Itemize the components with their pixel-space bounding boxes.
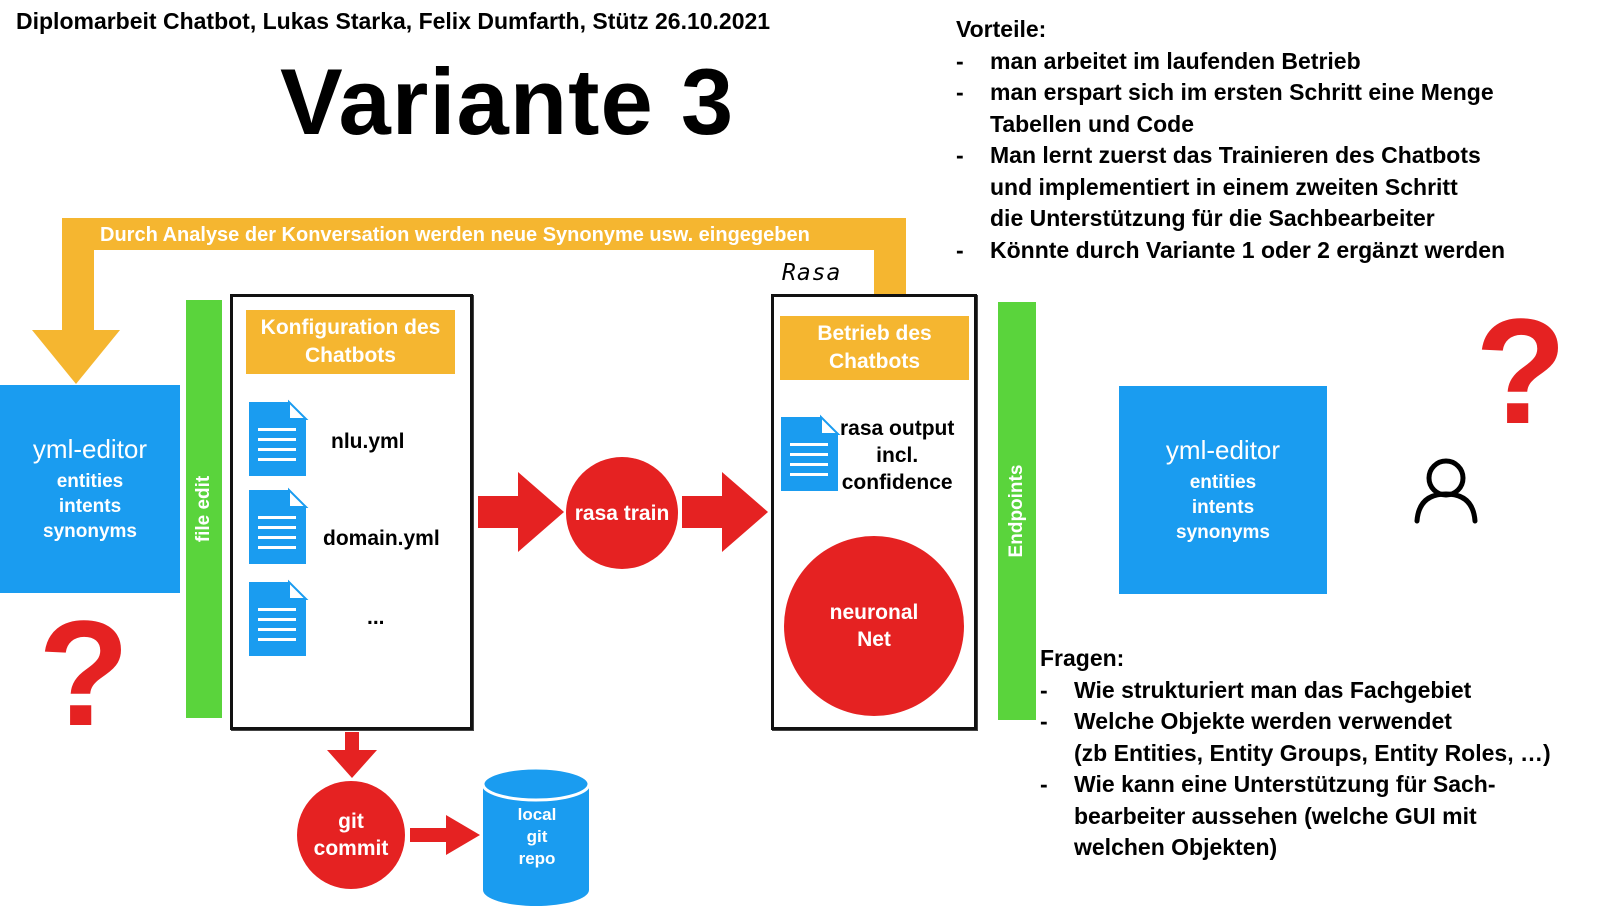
neural-net-node: neuronal Net <box>784 536 964 716</box>
file-edit-label: file edit <box>193 475 214 543</box>
config-header: Konfiguration des Chatbots <box>246 310 455 374</box>
rasa-header: Betrieb des Chatbots <box>780 316 969 380</box>
page-title: Variante 3 <box>280 49 735 154</box>
editor-line: intents <box>1191 497 1255 518</box>
rasa-output-label: rasa output incl. confidence <box>840 417 955 494</box>
list-item: -Welche Objekte werden verwendet (zb Ent… <box>1040 708 1551 766</box>
feedback-loop-arrow <box>32 218 906 384</box>
file-label-domain: domain.yml <box>323 527 440 550</box>
advantages-title: Vorteile: <box>956 16 1047 42</box>
questions-title: Fragen: <box>1040 645 1125 671</box>
list-item: -man erspart sich im ersten Schritt eine… <box>956 79 1494 137</box>
editor-line: entities <box>1189 472 1257 493</box>
file-label-more: ... <box>367 606 385 629</box>
question-mark-icon: ? <box>1475 287 1567 455</box>
arrow-git-to-repo <box>410 815 480 855</box>
endpoints-label: Endpoints <box>1006 464 1027 558</box>
file-edit-bar: file edit <box>186 300 222 718</box>
questions-list: Fragen: -Wie strukturiert man das Fachge… <box>1040 643 1600 864</box>
git-commit-node: git commit <box>297 781 405 889</box>
editor-title: yml-editor <box>32 434 148 464</box>
file-label-nlu: nlu.yml <box>331 430 405 453</box>
document-icon <box>249 487 309 564</box>
config-frame <box>230 294 473 730</box>
rasa-frame <box>771 294 977 730</box>
user-icon <box>1414 458 1478 524</box>
endpoints-bar: Endpoints <box>998 302 1036 720</box>
document-icon <box>249 399 309 476</box>
rasa-label: Rasa <box>782 260 842 286</box>
yml-editor-right: yml-editor entities intents synonyms <box>1119 386 1327 594</box>
document-icon <box>249 579 309 656</box>
editor-title: yml-editor <box>1165 435 1281 465</box>
editor-line: intents <box>58 496 122 517</box>
question-mark-icon: ? <box>38 589 130 757</box>
editor-line: synonyms <box>1176 522 1270 543</box>
editor-line: entities <box>56 471 124 492</box>
advantages-list: Vorteile: -man arbeitet im laufenden Bet… <box>956 14 1596 266</box>
document-heading: Diplomarbeit Chatbot, Lukas Starka, Feli… <box>16 8 771 34</box>
rasa-train-node: rasa train <box>566 457 678 569</box>
arrow-config-to-git <box>327 732 377 778</box>
arrow-config-to-train <box>478 472 564 552</box>
list-item: -Wie strukturiert man das Fachgebiet <box>1040 676 1472 703</box>
arrow-train-to-rasa <box>682 472 768 552</box>
document-icon <box>781 414 841 491</box>
list-item: -Könnte durch Variante 1 oder 2 ergänzt … <box>956 236 1506 263</box>
yml-editor-left: yml-editor entities intents synonyms <box>0 385 180 593</box>
editor-line: synonyms <box>43 521 137 542</box>
list-item: -Man lernt zuerst das Trainieren des Cha… <box>956 142 1481 231</box>
feedback-label: Durch Analyse der Konversation werden ne… <box>100 224 810 246</box>
list-item: -man arbeitet im laufenden Betrieb <box>956 47 1361 74</box>
database-icon <box>481 766 591 906</box>
local-repo-label: local git repo <box>517 805 557 868</box>
list-item: -Wie kann eine Unterstützung für Sach- b… <box>1040 771 1496 860</box>
